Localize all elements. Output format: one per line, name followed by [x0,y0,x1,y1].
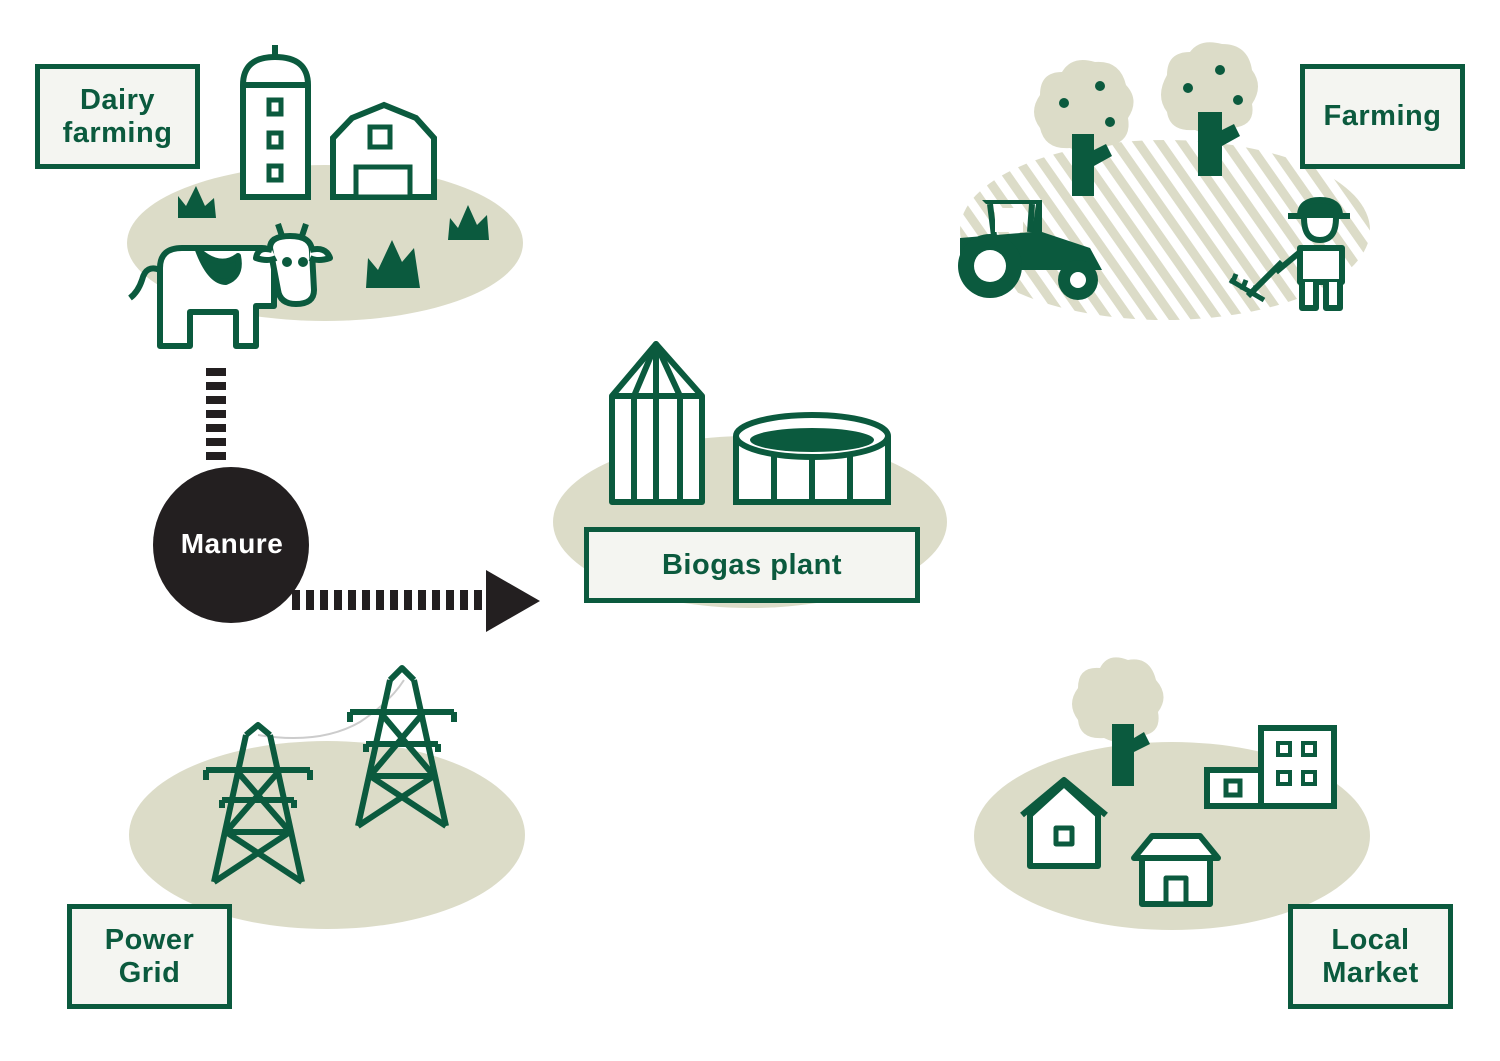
power-line [257,679,405,739]
house-icon [1131,833,1221,907]
label-farming: Farming [1300,64,1465,169]
market-group [974,657,1370,930]
tree-icon [1072,657,1164,786]
digester-tank-icon [733,412,891,505]
label-manure: Manure [180,528,284,559]
grass-icon [178,186,489,288]
farming-group [958,42,1370,320]
barn-icon [330,101,437,200]
tractor-icon [958,200,1102,300]
tree-icon [1034,42,1258,196]
silo-icon [240,45,311,200]
power-group [129,665,525,929]
house-icon [1020,777,1108,869]
arrow-head-icon [486,570,540,632]
power-pylon-icon [347,665,457,829]
label-local-market: Local Market [1288,904,1453,1009]
power-pylon-icon [203,722,313,885]
power-ground [129,741,525,929]
apartment-icon [1204,725,1337,809]
biogas-tower-icon [609,341,705,505]
manure-flow [153,368,540,632]
manure-node [153,467,309,623]
farmer-icon [1228,197,1350,311]
label-power-grid: Power Grid [67,904,232,1009]
label-dairy-farming: Dairy farming [35,64,200,169]
cow-icon [128,223,333,349]
label-biogas-plant: Biogas plant [584,527,920,603]
dairy-group [127,45,523,349]
